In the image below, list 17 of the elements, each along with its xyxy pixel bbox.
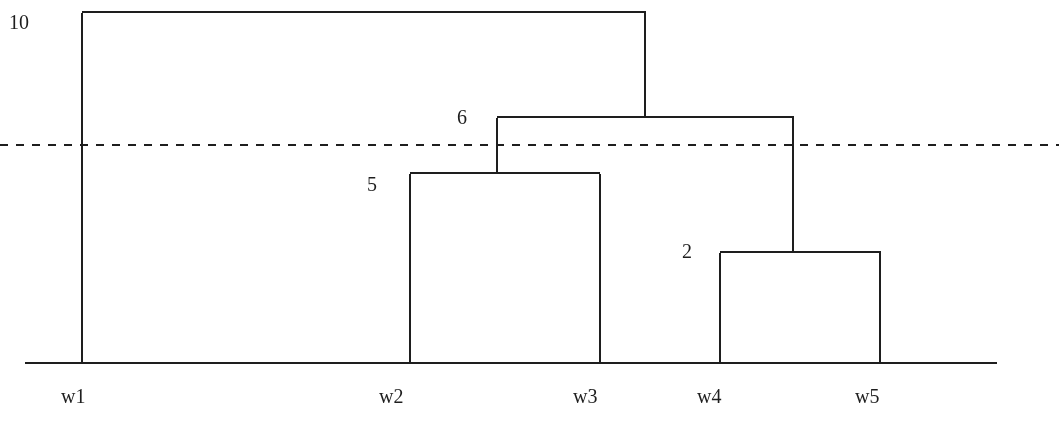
leaf-label: w2 xyxy=(379,386,404,406)
branch-line xyxy=(719,252,721,364)
leaf-label: w5 xyxy=(855,386,880,406)
leaf-label: w1 xyxy=(61,386,86,406)
merge-height-label: 5 xyxy=(367,174,377,194)
merge-height-label: 6 xyxy=(457,107,467,127)
branch-line xyxy=(496,117,498,173)
branch-line xyxy=(644,12,646,117)
branch-line xyxy=(81,12,83,364)
leaf-label: w4 xyxy=(697,386,722,406)
leaf-label: w3 xyxy=(573,386,598,406)
branch-line xyxy=(409,173,411,364)
merge-height-label: 2 xyxy=(682,241,692,261)
branch-line xyxy=(879,252,881,364)
branch-line xyxy=(599,173,601,364)
merge-height-label: 10 xyxy=(9,12,29,32)
branch-line xyxy=(792,117,794,252)
